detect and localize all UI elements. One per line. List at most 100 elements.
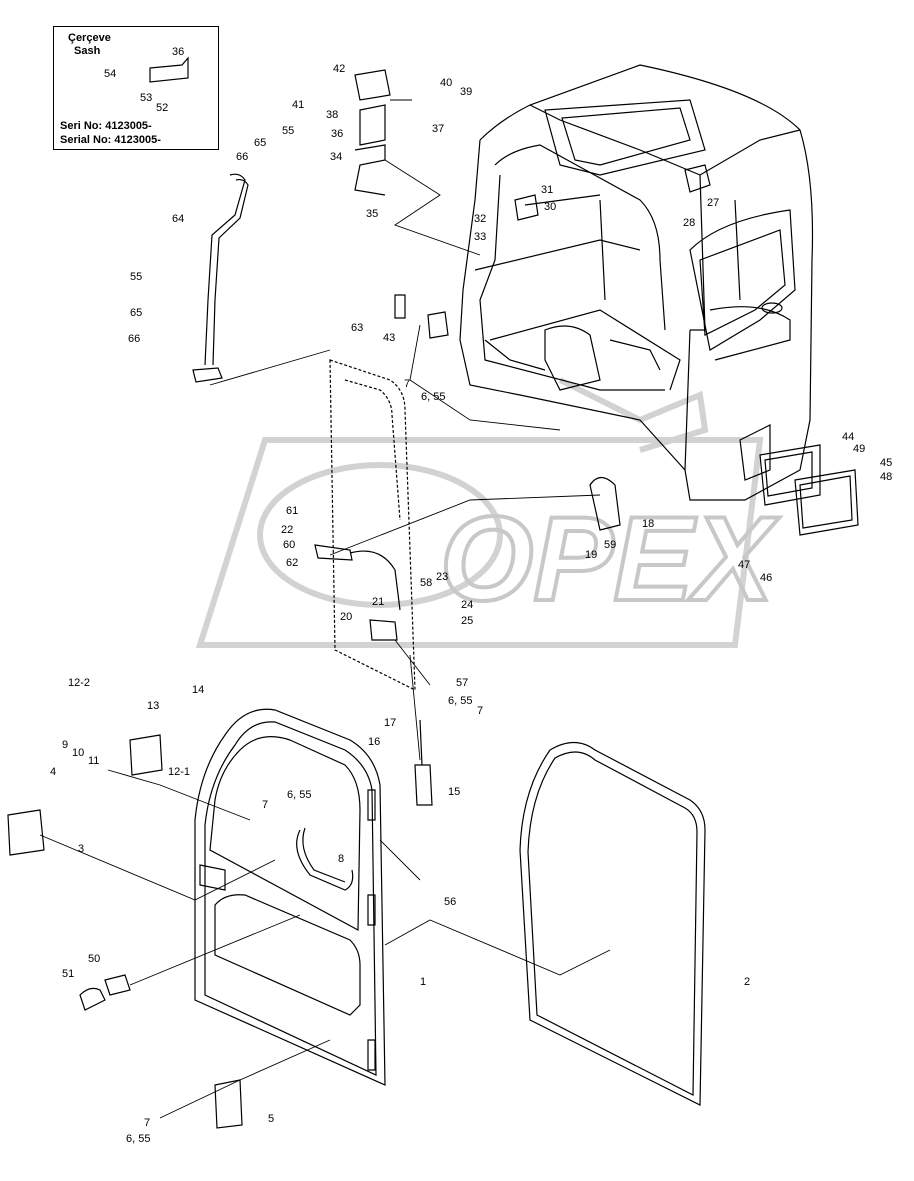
callout-label: 37 bbox=[432, 123, 444, 135]
callout-label: 31 bbox=[541, 184, 553, 196]
callout-label: 7 bbox=[144, 1117, 150, 1129]
inset-bracket bbox=[149, 56, 189, 83]
callout-label: 56 bbox=[444, 896, 456, 908]
callout-label: 1 bbox=[420, 976, 426, 988]
callout-label: 51 bbox=[62, 968, 74, 980]
callout-label: 63 bbox=[351, 322, 363, 334]
side-vent-assembly bbox=[739, 424, 859, 536]
inset-callout-54: 54 bbox=[104, 68, 117, 80]
inset-frame-label-tr: Çerçeve bbox=[68, 32, 111, 44]
callout-label: 23 bbox=[436, 571, 448, 583]
callout-label: 18 bbox=[642, 518, 654, 530]
callout-label: 55 bbox=[130, 271, 142, 283]
callout-label: 59 bbox=[604, 539, 616, 551]
callout-label: 65 bbox=[130, 307, 142, 319]
handrail bbox=[192, 173, 249, 383]
callout-label: 6, 55 bbox=[448, 695, 472, 707]
callout-label: 22 bbox=[281, 524, 293, 536]
bumper-50 bbox=[104, 974, 131, 996]
callout-label: 14 bbox=[192, 684, 204, 696]
callout-label: 30 bbox=[544, 201, 556, 213]
callout-label: 10 bbox=[72, 747, 84, 759]
bracket-42 bbox=[354, 69, 391, 101]
pin-17 bbox=[419, 719, 423, 766]
callout-label: 25 bbox=[461, 615, 473, 627]
bracket-38 bbox=[359, 104, 386, 146]
callout-label: 47 bbox=[738, 559, 750, 571]
callout-label: 66 bbox=[128, 333, 140, 345]
callout-label: 45 bbox=[880, 457, 892, 469]
callout-label: 55 bbox=[282, 125, 294, 137]
callout-label: 40 bbox=[440, 77, 452, 89]
inset-serial-en: Serial No: 4123005- bbox=[60, 134, 161, 146]
cab-door bbox=[194, 708, 386, 1086]
stay-21 bbox=[349, 550, 401, 611]
callout-label: 36 bbox=[331, 128, 343, 140]
callout-label: 7 bbox=[262, 799, 268, 811]
callout-label: 49 bbox=[853, 443, 865, 455]
callout-label: 15 bbox=[448, 786, 460, 798]
callout-label: 13 bbox=[147, 700, 159, 712]
cab-body bbox=[459, 64, 814, 501]
callout-label: 61 bbox=[286, 505, 298, 517]
inset-frame-label-en: Sash bbox=[74, 45, 101, 57]
callout-label: 62 bbox=[286, 557, 298, 569]
callout-label: 38 bbox=[326, 109, 338, 121]
callout-label: 57 bbox=[456, 677, 468, 689]
drawing-lines bbox=[7, 56, 859, 1129]
bracket-43 bbox=[427, 311, 449, 339]
inset-serial-tr: Seri No: 4123005- bbox=[60, 120, 152, 132]
inset-callout-53: 53 bbox=[140, 92, 153, 104]
callout-label: 12-1 bbox=[168, 766, 190, 778]
callout-label: 60 bbox=[283, 539, 295, 551]
callout-label: 39 bbox=[460, 86, 472, 98]
callout-label: 21 bbox=[372, 596, 384, 608]
watermark-text: OPEX bbox=[440, 492, 780, 626]
callout-label: 6, 55 bbox=[421, 391, 445, 403]
callout-label: 8 bbox=[338, 853, 344, 865]
inset-callout-36: 36 bbox=[172, 46, 185, 58]
callout-label: 44 bbox=[842, 431, 854, 443]
door-handle-inner bbox=[302, 827, 346, 883]
callout-label: 5 bbox=[268, 1113, 274, 1125]
callout-label: 7 bbox=[477, 705, 483, 717]
inset-callout-52: 52 bbox=[156, 102, 169, 114]
door-opening-outline bbox=[329, 359, 416, 691]
callout-label: 35 bbox=[366, 208, 378, 220]
catch-20 bbox=[369, 619, 398, 641]
callout-label: 34 bbox=[330, 151, 342, 163]
callout-label: 24 bbox=[461, 599, 473, 611]
callout-label: 20 bbox=[340, 611, 352, 623]
callout-label: 2 bbox=[744, 976, 750, 988]
callout-label: 50 bbox=[88, 953, 100, 965]
hinge-15 bbox=[414, 764, 433, 806]
bracket-30 bbox=[514, 194, 539, 221]
callout-label: 11 bbox=[88, 755, 99, 767]
callout-label: 42 bbox=[333, 63, 345, 75]
watermark-frame bbox=[195, 437, 764, 648]
callout-label: 4 bbox=[50, 766, 56, 778]
latch-12-1 bbox=[129, 734, 163, 776]
callout-label: 64 bbox=[172, 213, 184, 225]
callout-label: 66 bbox=[236, 151, 248, 163]
leader-lines bbox=[39, 99, 611, 1119]
bracket-34 bbox=[354, 144, 386, 196]
callout-label: 32 bbox=[474, 213, 486, 225]
callout-label: 3 bbox=[78, 843, 84, 855]
watermark-o-letter bbox=[257, 462, 503, 608]
lock-3 bbox=[7, 809, 45, 856]
callout-label: 28 bbox=[683, 217, 695, 229]
arm-22 bbox=[314, 544, 353, 561]
callout-label: 27 bbox=[707, 197, 719, 209]
door-handle bbox=[296, 829, 354, 891]
bumper-51 bbox=[79, 987, 106, 1011]
watermark-swoosh bbox=[558, 377, 709, 453]
callout-label: 6, 55 bbox=[287, 789, 311, 801]
callout-label: 58 bbox=[420, 577, 432, 589]
callout-label: 48 bbox=[880, 471, 892, 483]
callout-label: 12-2 bbox=[68, 677, 90, 689]
watermark bbox=[195, 377, 764, 648]
